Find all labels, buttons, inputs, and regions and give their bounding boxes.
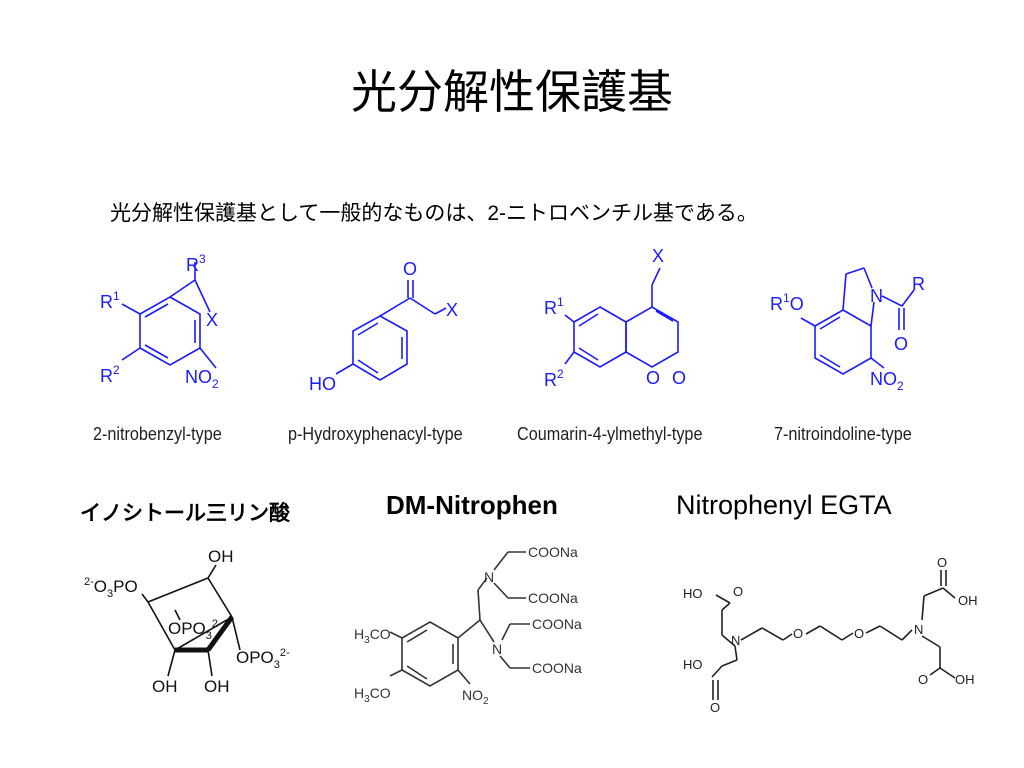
atom-o-bottom-left: O bbox=[710, 700, 720, 715]
atom-oh-bottom-right: OH bbox=[955, 672, 975, 687]
atom-no2: NO2 bbox=[462, 687, 489, 707]
atom-n-left: N bbox=[731, 633, 740, 648]
atom-h3co-1: H3CO bbox=[354, 626, 391, 646]
atom-coona-3: COONa bbox=[532, 616, 582, 632]
atom-h3co-2: H3CO bbox=[354, 685, 391, 705]
atom-r2: R2 bbox=[100, 363, 120, 386]
atom-o: O bbox=[403, 259, 417, 279]
atom-x: X bbox=[206, 310, 218, 330]
caption-hydroxyphenacyl: p-Hydroxyphenacyl-type bbox=[288, 424, 463, 444]
atom-r1: R1 bbox=[100, 289, 120, 312]
atom-coona-2: COONa bbox=[528, 590, 578, 606]
atom-n: N bbox=[870, 286, 883, 306]
structure-hydroxyphenacyl-bonds bbox=[335, 280, 447, 381]
caption-nitrobenzyl: 2-nitrobenzyl-type bbox=[93, 424, 222, 444]
slide-title: 光分解性保護基 bbox=[351, 65, 673, 119]
atom-x: X bbox=[446, 300, 458, 320]
intro-text-part2: ニトロベンチル基である。 bbox=[506, 201, 758, 225]
atom-oh-top: OH bbox=[208, 547, 234, 566]
structure-coumarin-bonds bbox=[564, 267, 679, 368]
atom-r2: R2 bbox=[544, 367, 564, 390]
labels-hydroxyphenacyl: O X HO bbox=[309, 259, 458, 394]
atom-r1o: R1O bbox=[770, 291, 804, 314]
labels-inositol: OH 2-O3PO OPO32- OPO32- OH OH bbox=[84, 547, 290, 696]
structure-nitroindoline-bonds bbox=[800, 267, 915, 375]
atom-coona-1: COONa bbox=[528, 544, 578, 560]
atom-r3: R3 bbox=[186, 252, 206, 275]
atom-oh-top-right: OH bbox=[958, 593, 978, 608]
atom-opo3-right: OPO32- bbox=[236, 647, 290, 671]
atom-o-top-left: O bbox=[733, 584, 743, 599]
labels-nitroindoline: R1O N R O NO2 bbox=[770, 274, 925, 393]
intro-text-number: 2- bbox=[487, 202, 507, 225]
atom-no2: NO2 bbox=[870, 369, 904, 393]
atom-o-ring: O bbox=[646, 368, 660, 388]
structure-nitrobenzyl-bonds bbox=[121, 262, 217, 369]
atom-opo3-left: 2-O3PO bbox=[84, 576, 138, 600]
labels-coumarin: X R1 R2 O O bbox=[544, 246, 686, 390]
atom-o-ether-1: O bbox=[793, 626, 803, 641]
atom-n-1: N bbox=[484, 569, 494, 585]
labels-dm-nitrophen: COONa COONa COONa COONa N N H3CO H3CO NO… bbox=[354, 544, 582, 707]
atom-r1: R1 bbox=[544, 295, 564, 318]
atom-o-ether-2: O bbox=[854, 626, 864, 641]
structure-inositol-wedges bbox=[175, 615, 235, 653]
intro-text-part1: 光分解性保護基として一般的なものは、 bbox=[110, 201, 488, 225]
label-nitrophenyl-egta: Nitrophenyl EGTA bbox=[676, 490, 892, 520]
caption-coumarin: Coumarin-4-ylmethyl-type bbox=[517, 424, 703, 444]
atom-o-acyl: O bbox=[894, 334, 908, 354]
intro-text: 光分解性保護基として一般的なものは、2-ニトロベンチル基である。 bbox=[110, 198, 758, 229]
atom-r: R bbox=[912, 274, 925, 294]
atom-o-top-right: O bbox=[937, 555, 947, 570]
atom-opo3-mid: OPO32- bbox=[168, 618, 222, 642]
labels-egta: HO O O OH N O O N HO O O OH bbox=[683, 555, 978, 715]
atom-no2: NO2 bbox=[185, 367, 219, 391]
label-inositol-trisphosphate: イノシトール三リン酸 bbox=[80, 501, 290, 525]
label-dm-nitrophen: DM-Nitrophen bbox=[386, 490, 558, 520]
structure-dm-nitrophen-bonds bbox=[389, 551, 530, 687]
atom-coona-4: COONa bbox=[532, 660, 582, 676]
atom-n-2: N bbox=[492, 641, 502, 657]
atom-o-bottom-right: O bbox=[918, 672, 928, 687]
atom-oh-bottom-left: OH bbox=[152, 677, 178, 696]
atom-ho-bottom-left: HO bbox=[683, 657, 703, 672]
atom-n-right: N bbox=[914, 622, 923, 637]
atom-x: X bbox=[652, 246, 664, 266]
atom-ho-top-left: HO bbox=[683, 586, 703, 601]
atom-o-keto: O bbox=[672, 368, 686, 388]
labels-nitrobenzyl: R1 R2 R3 X NO2 bbox=[100, 252, 219, 391]
structure-inositol-bonds bbox=[141, 564, 241, 677]
caption-nitroindoline: 7-nitroindoline-type bbox=[774, 424, 912, 444]
structure-egta-bonds bbox=[711, 570, 956, 700]
atom-oh-bottom-right: OH bbox=[204, 677, 230, 696]
atom-ho: HO bbox=[309, 374, 336, 394]
